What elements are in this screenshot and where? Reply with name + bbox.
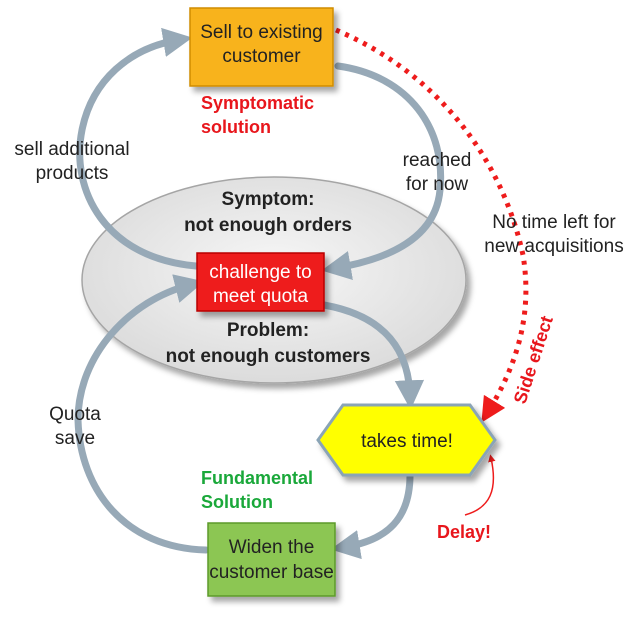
label-sell-additional-line2: products bbox=[36, 163, 109, 184]
node-challenge-line1: challenge to bbox=[209, 262, 311, 283]
label-fundamental-line2: Solution bbox=[201, 492, 273, 512]
node-takes-time-label: takes time! bbox=[361, 431, 453, 452]
label-side-effect: Side effect bbox=[510, 313, 557, 406]
arrow-side-effect bbox=[335, 27, 529, 423]
label-symptom-line2: not enough orders bbox=[184, 215, 352, 236]
label-symptomatic-line1: Symptomatic bbox=[201, 93, 314, 113]
arrow-to-takes-time bbox=[320, 301, 425, 410]
node-sell-existing-line2: customer bbox=[222, 46, 301, 67]
node-widen-line1: Widen the bbox=[229, 537, 315, 558]
label-problem-line2: not enough customers bbox=[166, 346, 371, 367]
node-challenge-line2: meet quota bbox=[213, 286, 308, 307]
label-symptom-line1: Symptom: bbox=[222, 189, 315, 210]
arrow-to-widen bbox=[330, 471, 414, 560]
node-challenge: challenge to meet quota bbox=[196, 252, 325, 312]
label-reached-line2: for now bbox=[406, 174, 469, 195]
label-delay: Delay! bbox=[437, 522, 491, 542]
label-problem-line1: Problem: bbox=[227, 320, 309, 341]
label-quota-save-line1: Quota bbox=[49, 404, 101, 425]
label-reached-line1: reached bbox=[403, 150, 472, 171]
node-widen-line2: customer base bbox=[209, 562, 334, 583]
node-widen: Widen the customer base bbox=[207, 522, 336, 597]
arrow-quota-save bbox=[74, 274, 210, 554]
label-no-time-line1: No time left for bbox=[492, 212, 616, 233]
node-sell-existing-line1: Sell to existing bbox=[200, 22, 323, 43]
label-fundamental-line1: Fundamental bbox=[201, 468, 313, 488]
arrow-sell-additional bbox=[76, 27, 200, 270]
node-takes-time: takes time! bbox=[316, 403, 497, 477]
label-no-time-line2: new acquisitions bbox=[484, 236, 623, 257]
arrow-reached-for-now bbox=[321, 62, 445, 281]
node-sell-existing: Sell to existing customer bbox=[189, 7, 334, 87]
label-symptomatic-line2: solution bbox=[201, 117, 271, 137]
label-quota-save-line2: save bbox=[55, 428, 95, 449]
label-sell-additional-line1: sell additional bbox=[14, 139, 129, 160]
arrow-delay bbox=[464, 454, 496, 516]
